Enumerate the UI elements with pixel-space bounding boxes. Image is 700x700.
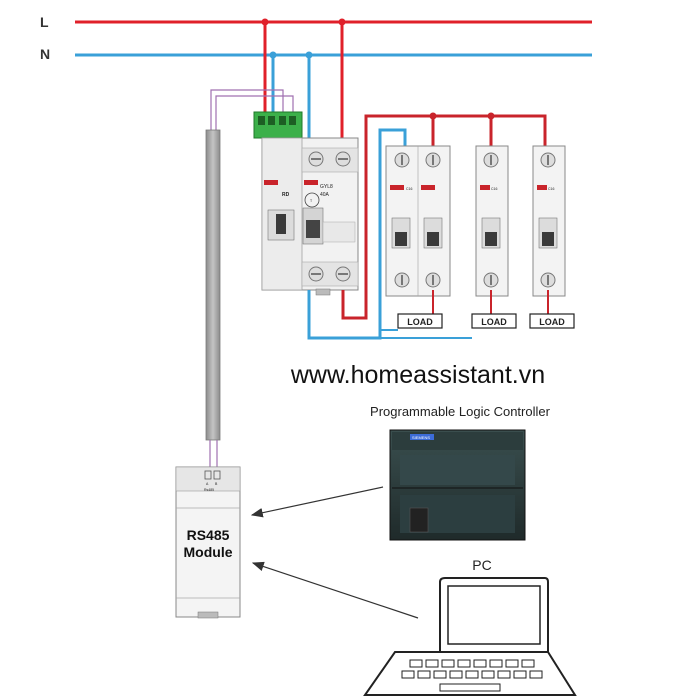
comm-wire-b bbox=[215, 95, 294, 130]
l-branch-junction-2 bbox=[487, 112, 495, 120]
rcbo-l-out-wire bbox=[341, 114, 547, 320]
line-label-n: N bbox=[40, 46, 50, 62]
arrow-plc-to-rs485 bbox=[250, 486, 384, 518]
rcbo-model: GYL8 bbox=[320, 184, 333, 190]
mcb-label-3: C16 bbox=[548, 187, 554, 191]
rs485-title-line1: RS485 bbox=[187, 527, 230, 543]
mcb-label-2: C16 bbox=[491, 187, 497, 191]
green-terminal-block bbox=[253, 111, 303, 139]
load-label-3: LOAD bbox=[539, 317, 565, 327]
rcbo-rating: 40A bbox=[320, 192, 330, 198]
mcb-single-3: C16 bbox=[532, 145, 566, 297]
arrow-pc-to-rs485 bbox=[251, 561, 419, 619]
rs485-port-label: Rs485 bbox=[204, 488, 214, 492]
rcbo-breaker: RD GYL8 40A T bbox=[261, 137, 359, 296]
load-box-1: LOAD bbox=[397, 313, 443, 329]
comm-wire-a bbox=[210, 89, 284, 130]
laptop-icon bbox=[363, 577, 577, 696]
rs485-module: A B Rs485 RS485 Module bbox=[175, 466, 241, 619]
mcb-double: C16 bbox=[385, 145, 451, 297]
rs485-cable bbox=[205, 129, 221, 441]
load-box-3: LOAD bbox=[529, 313, 575, 329]
rs485-pin-b: B bbox=[215, 482, 218, 486]
rs485-title-line2: Module bbox=[184, 544, 233, 560]
mcb-single-2: C16 bbox=[475, 145, 509, 297]
rcbo-n-out-wire bbox=[307, 128, 407, 340]
pc-caption: PC bbox=[472, 557, 491, 573]
plc-device-image: SIEMENS bbox=[389, 429, 526, 541]
load-label-1: LOAD bbox=[407, 317, 433, 327]
svg-text:T: T bbox=[310, 199, 313, 203]
rs485-pin-a: A bbox=[206, 482, 209, 486]
mcb-label-1: C16 bbox=[406, 187, 412, 191]
load-box-2: LOAD bbox=[471, 313, 517, 329]
plc-brand: SIEMENS bbox=[412, 435, 430, 440]
plc-caption: Programmable Logic Controller bbox=[370, 404, 551, 419]
website-url: www.homeassistant.vn bbox=[290, 361, 545, 389]
l-branch-junction-1 bbox=[429, 112, 437, 120]
load-label-2: LOAD bbox=[481, 317, 507, 327]
rcbo-label: RD bbox=[282, 192, 290, 198]
line-label-l: L bbox=[40, 14, 49, 30]
